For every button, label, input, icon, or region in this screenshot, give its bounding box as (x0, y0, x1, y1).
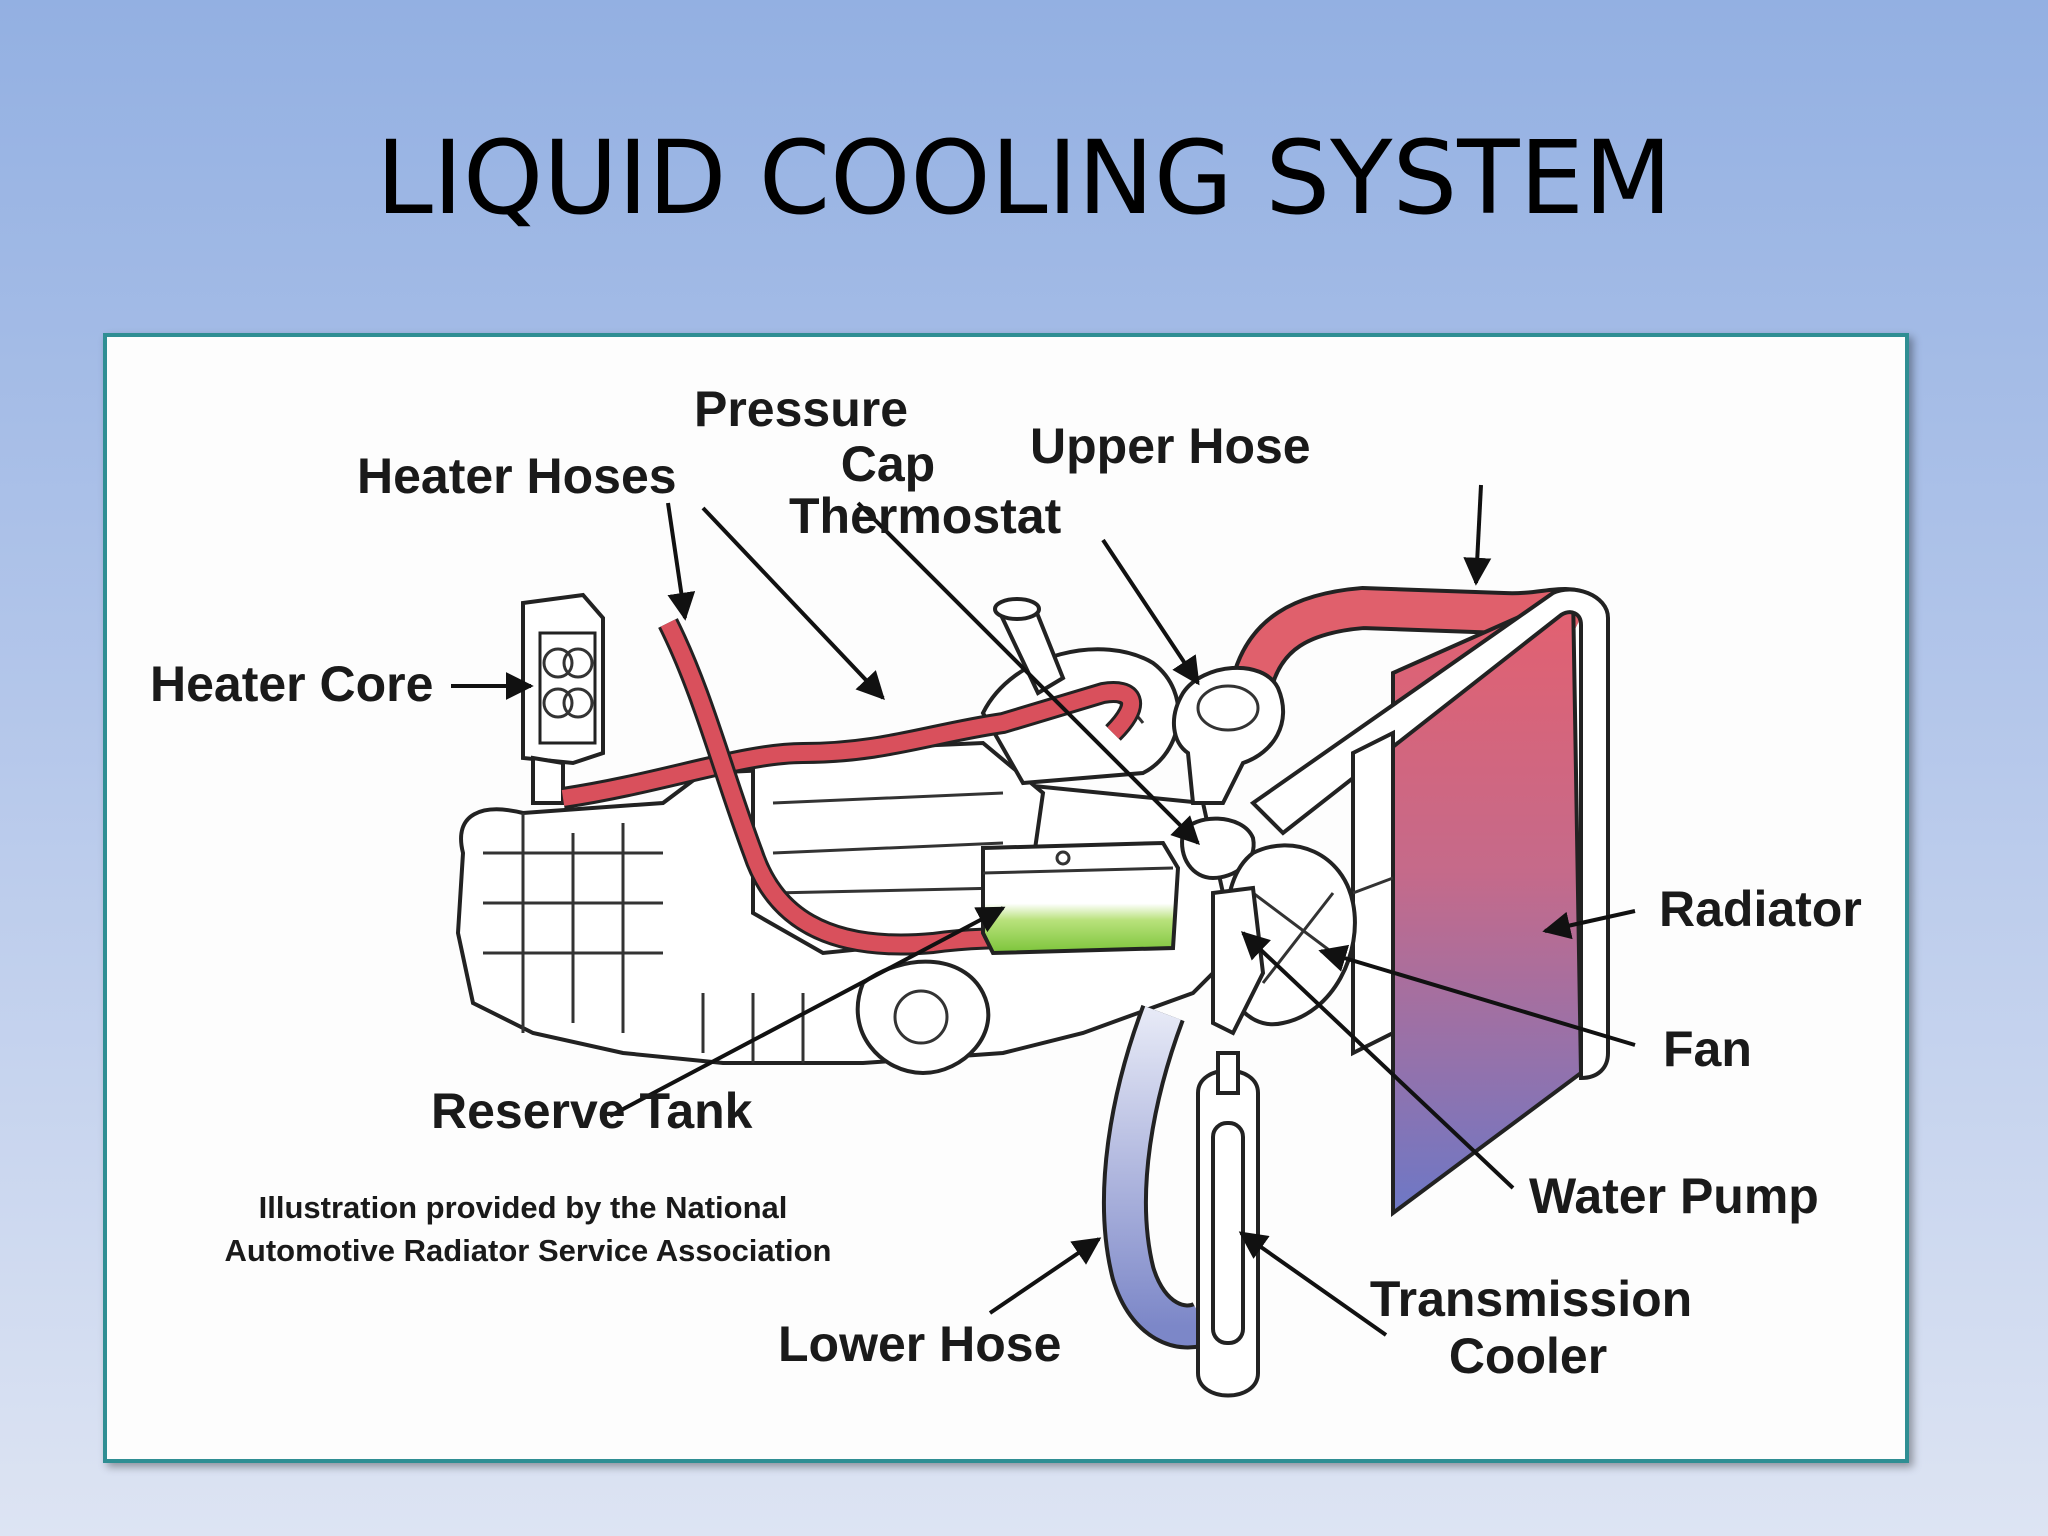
cooling-system-diagram: Pressure Cap Heater Hoses Thermostat Upp… (150, 381, 1862, 1398)
lower-hose (1101, 1004, 1214, 1350)
transmission-cooler-label-line2: Cooler (1449, 1328, 1607, 1384)
thermostat-label: Thermostat (789, 488, 1062, 544)
illustration-credit-line1: Illustration provided by the National (259, 1190, 788, 1225)
pressure-cap-label-line1: Pressure (694, 381, 908, 437)
reserve-tank (981, 840, 1181, 956)
fan-label: Fan (1663, 1021, 1752, 1077)
pointer-lines (451, 484, 1636, 1337)
upper-hose-label: Upper Hose (1030, 418, 1311, 474)
radiator (1249, 587, 1610, 1217)
pressure-cap-label-line2: Cap (841, 436, 935, 492)
radiator-label: Radiator (1659, 881, 1862, 937)
thermostat-housing (1171, 666, 1285, 805)
lower-hose-label: Lower Hose (778, 1316, 1061, 1372)
heater-hoses-label: Heater Hoses (357, 448, 677, 504)
heater-core (521, 592, 605, 805)
heater-core-label: Heater Core (150, 656, 433, 712)
illustration-credit-line2: Automotive Radiator Service Association (225, 1233, 832, 1268)
transmission-cooler (1196, 1051, 1260, 1398)
water-pump (1211, 885, 1266, 1036)
transmission-cooler-label-line1: Transmission (1370, 1271, 1692, 1327)
reserve-tank-label: Reserve Tank (431, 1083, 753, 1139)
water-pump-label: Water Pump (1529, 1168, 1819, 1224)
slide-title: LIQUID COOLING SYSTEM (376, 119, 1672, 238)
